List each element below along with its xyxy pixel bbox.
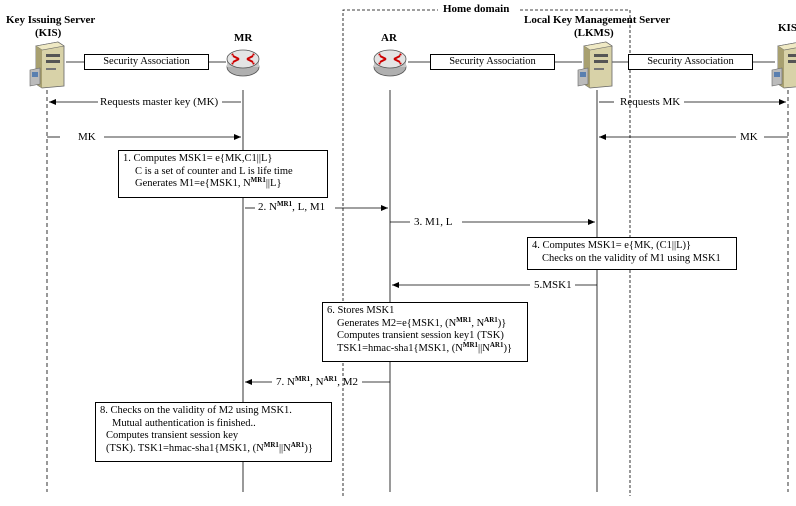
step-8-box: 8. Checks on the validity of M2 using MS… <box>95 402 332 462</box>
server-icon <box>29 41 65 89</box>
ar-name: AR <box>381 32 397 44</box>
message-request-master-key: Requests master key (MK) <box>100 96 219 108</box>
message-mk: MK <box>78 131 96 143</box>
step-6-line: 6. Stores MSK1 <box>327 305 395 316</box>
message-mk: MK <box>740 131 758 143</box>
step-4-box: 4. Computes MSK1= e{MK, (C1||L)} Checks … <box>527 237 737 270</box>
kis-abbr: (KIS) <box>35 27 62 39</box>
step-8-line: (TSK). TSK1=hmac-sha1{MSK1, (NMR1||NAR1)… <box>106 440 313 454</box>
step-1-line: C is a set of counter and L is life time <box>135 165 293 177</box>
message-5: 5.MSK1 <box>534 279 572 291</box>
kis-right-name: KIS <box>778 22 796 34</box>
security-association-box: Security Association <box>628 54 753 70</box>
step-6-line: Computes transient session key1 (TSK) <box>337 330 504 341</box>
lkms-abbr: (LKMS) <box>574 27 614 39</box>
message-2: 2. NMR1, L, M1 <box>258 200 326 214</box>
lkms-name: Local Key Management Server <box>524 14 671 26</box>
step-6-line: Generates M2=e{MSK1, (NMR1, NAR1)} <box>337 315 507 329</box>
step-6-line: TSK1=hmac-sha1{MSK1, (NMR1||NAR1)} <box>337 340 513 354</box>
step-4-line: Checks on the validity of M1 using MSK1 <box>542 252 721 264</box>
server-icon <box>577 41 613 89</box>
message-3: 3. M1, L <box>414 216 453 228</box>
server-icon <box>771 42 796 89</box>
mr-name: MR <box>234 32 253 44</box>
step-4-line: 4. Computes MSK1= e{MK, (C1||L)} <box>532 240 692 251</box>
security-association-box: Security Association <box>84 54 209 70</box>
step-8-line: 8. Checks on the validity of M2 using MS… <box>100 405 292 416</box>
home-domain-label: Home domain <box>443 3 510 15</box>
step-6-box: 6. Stores MSK1 Generates M2=e{MSK1, (NMR… <box>322 302 528 362</box>
step-1-line: 1. Computes MSK1= e{MK,C1||L} <box>123 153 273 164</box>
router-icon <box>373 49 407 77</box>
security-association-box: Security Association <box>430 54 555 70</box>
message-requests-mk: Requests MK <box>620 96 681 108</box>
step-1-line: Generates M1=e{MSK1, NMR1||L} <box>135 176 282 190</box>
router-icon <box>226 49 260 77</box>
step-8-line: Computes transient session key <box>106 430 239 441</box>
step-8-line: Mutual authentication is finished.. <box>112 417 256 429</box>
kis-name: Key Issuing Server <box>6 14 96 26</box>
step-1-box: 1. Computes MSK1= e{MK,C1||L} C is a set… <box>118 150 328 198</box>
message-7: 7. NMR1, NAR1, M2 <box>276 375 358 389</box>
